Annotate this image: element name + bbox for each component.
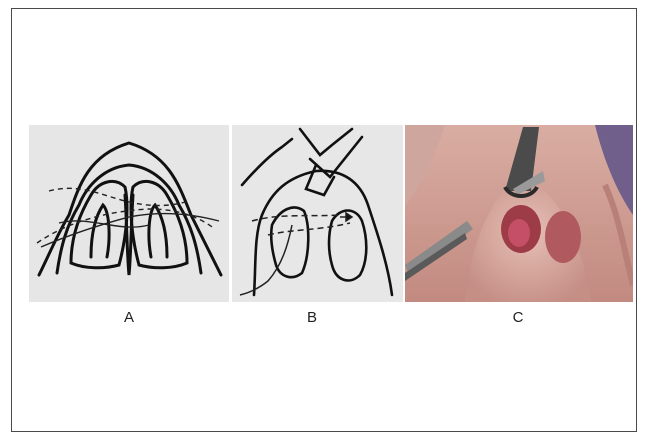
nasal-suture-sketch-b [232, 125, 403, 302]
panel-c-photo [405, 125, 633, 302]
surgical-photo [405, 125, 633, 302]
panel-c-label: C [503, 309, 533, 326]
panel-b-drawing [232, 125, 403, 302]
panel-a-drawing [29, 125, 229, 302]
panel-a-label: A [114, 309, 144, 326]
panel-b-label: B [297, 309, 327, 326]
nasal-suture-sketch-a [29, 125, 229, 302]
